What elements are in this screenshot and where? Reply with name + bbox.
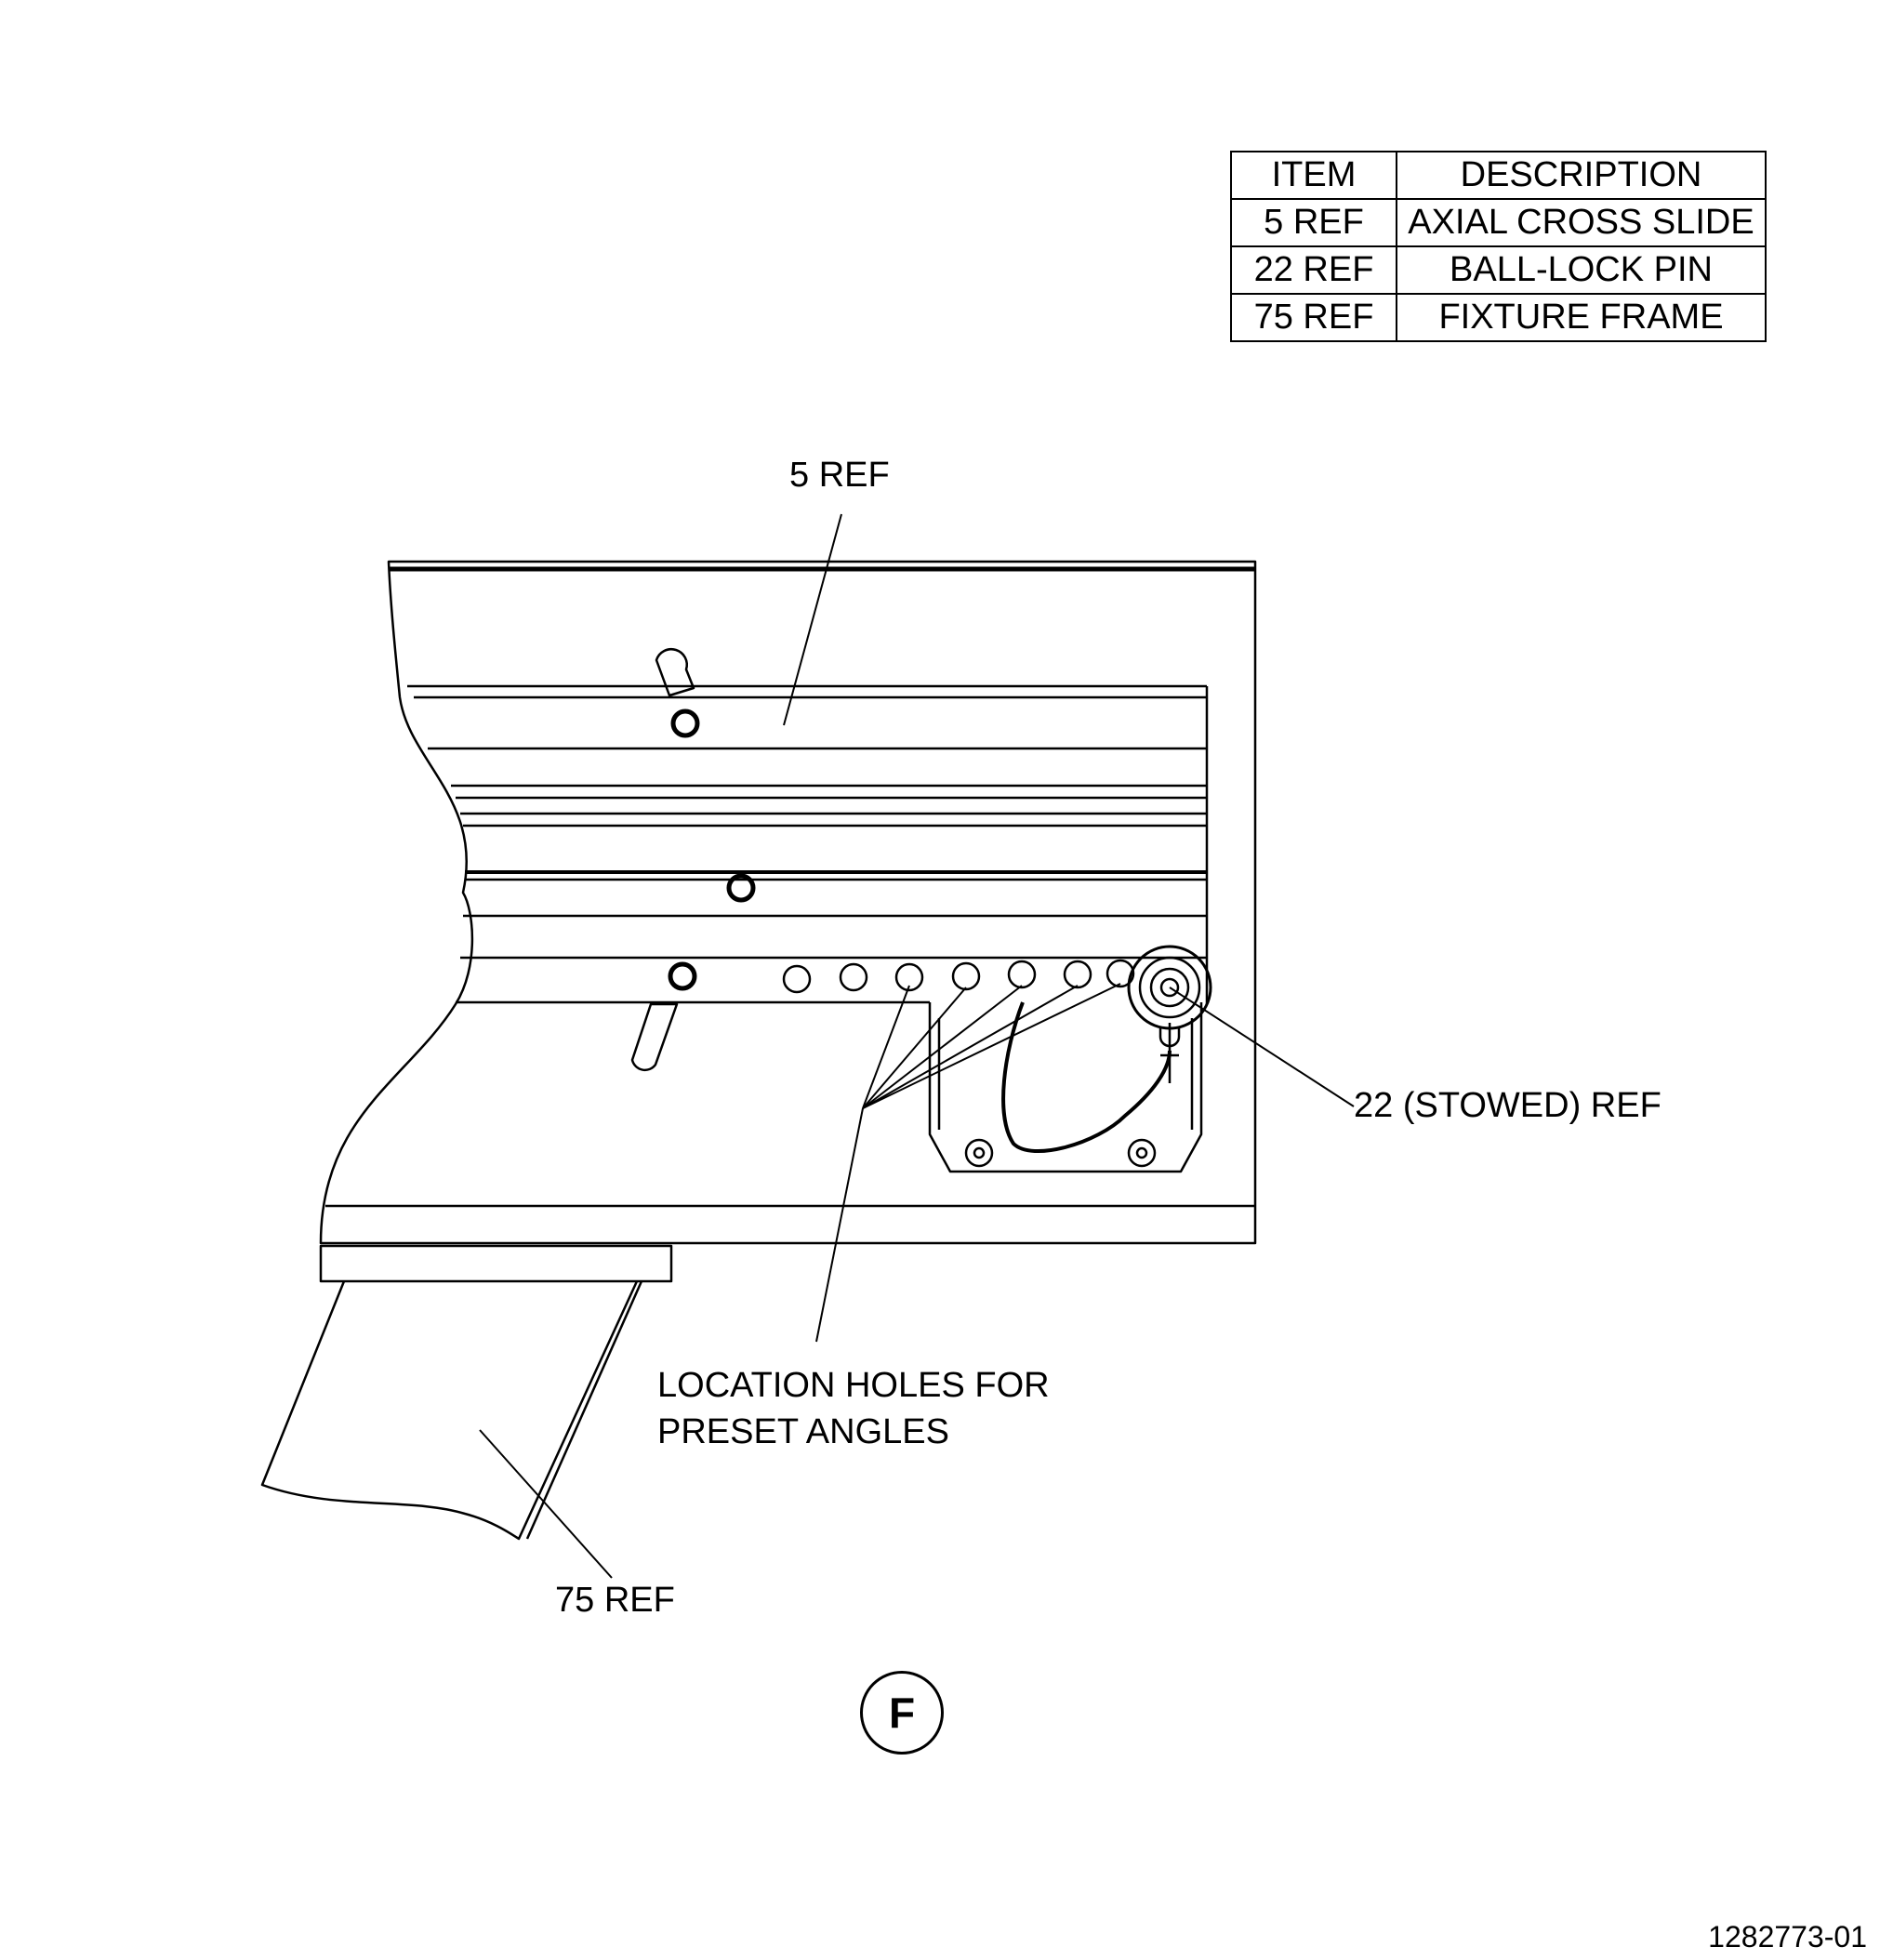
view-letter-badge: F bbox=[860, 1671, 944, 1755]
callout-75-ref: 75 REF bbox=[555, 1581, 675, 1620]
row-description: FIXTURE FRAME bbox=[1396, 293, 1767, 342]
header-item: ITEM bbox=[1230, 151, 1397, 200]
bolt-heads bbox=[668, 709, 756, 991]
leader-lines bbox=[479, 513, 1355, 1579]
axial-cross-slide bbox=[319, 560, 1257, 1245]
lower-slot bbox=[630, 1002, 679, 1072]
row-description: AXIAL CROSS SLIDE bbox=[1396, 198, 1767, 247]
table-row: 5 REF AXIAL CROSS SLIDE bbox=[1230, 198, 1767, 247]
table-row: 75 REF FIXTURE FRAME bbox=[1230, 293, 1767, 342]
pin-bracket bbox=[928, 1001, 1203, 1173]
row-description: BALL-LOCK PIN bbox=[1396, 245, 1767, 295]
parts-table: ITEM DESCRIPTION 5 REF AXIAL CROSS SLIDE… bbox=[1230, 151, 1767, 342]
callout-5-ref: 5 REF bbox=[789, 456, 890, 495]
ball-lock-pin bbox=[1127, 945, 1212, 1048]
table-row: 22 REF BALL-LOCK PIN bbox=[1230, 245, 1767, 295]
callout-location-holes-line2: PRESET ANGLES bbox=[657, 1412, 949, 1451]
callout-location-holes-line1: LOCATION HOLES FOR bbox=[657, 1366, 1050, 1405]
location-holes bbox=[782, 959, 1135, 994]
upper-slot bbox=[655, 648, 695, 697]
callout-22-stowed-ref: 22 (STOWED) REF bbox=[1354, 1086, 1662, 1125]
row-item: 5 REF bbox=[1230, 198, 1397, 247]
slide-rail bbox=[407, 684, 1209, 1004]
drawing-number: 1282773-01 bbox=[1708, 1920, 1867, 1953]
row-item: 22 REF bbox=[1230, 245, 1397, 295]
header-description: DESCRIPTION bbox=[1396, 151, 1767, 200]
fixture-frame bbox=[260, 1244, 673, 1541]
row-item: 75 REF bbox=[1230, 293, 1397, 342]
parts-table-header: ITEM DESCRIPTION bbox=[1230, 151, 1767, 200]
